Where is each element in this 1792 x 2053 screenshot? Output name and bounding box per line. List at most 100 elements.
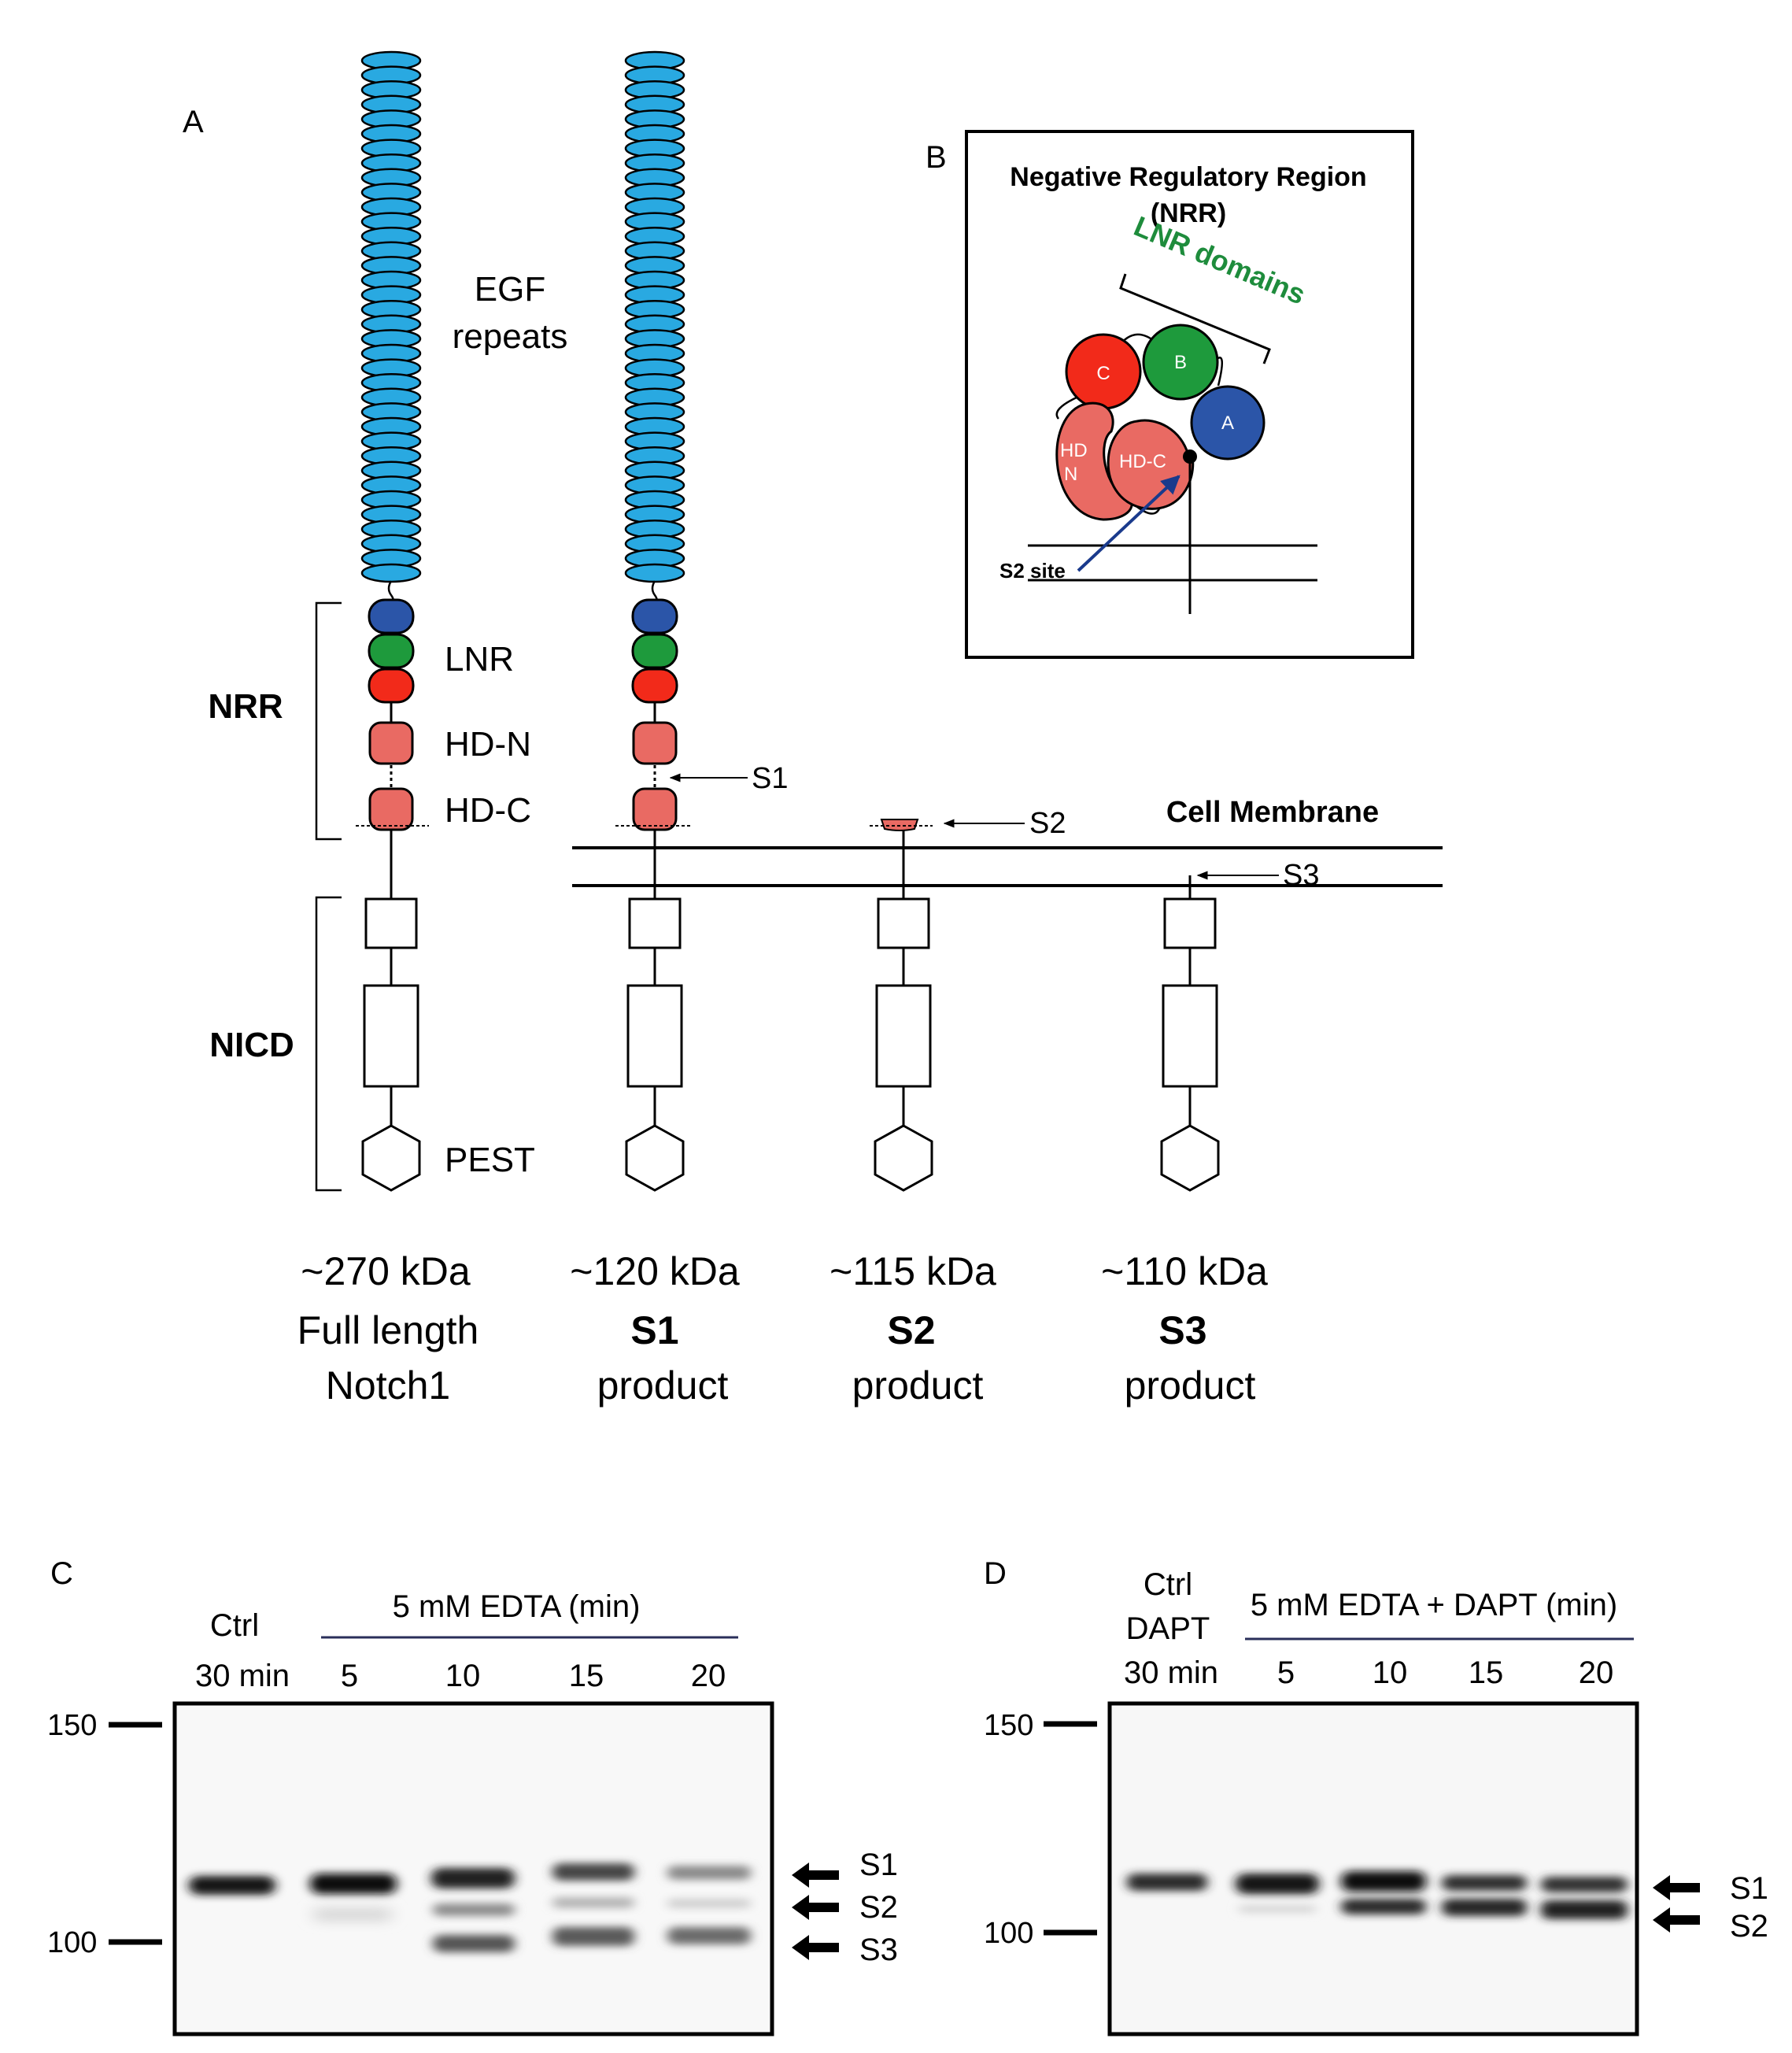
treatment-label: 5 mM EDTA + DAPT (min): [1251, 1588, 1617, 1622]
hd-n-label: HD-N: [445, 725, 531, 764]
hd-n-text-line2: N: [1064, 464, 1077, 485]
blot-c-frame: [172, 1701, 774, 2036]
ram-domain: [877, 897, 930, 949]
band: [667, 1899, 751, 1908]
product-size: ~270 kDa: [301, 1249, 471, 1293]
ram-domain: [1163, 897, 1217, 949]
hd-c-domain: [632, 787, 678, 831]
lane-label-20: 20: [691, 1659, 726, 1693]
nicd-label: NICD: [209, 1026, 294, 1064]
panel-c-letter: C: [50, 1556, 73, 1591]
product-name: S3: [1158, 1308, 1206, 1352]
cell-membrane-label: Cell Membrane: [1166, 796, 1379, 829]
nrr-label: NRR: [208, 687, 283, 726]
ram-domain: [364, 897, 418, 949]
ankyrin-domain: [1162, 984, 1218, 1088]
ctrl-label-line1: Ctrl: [1144, 1567, 1192, 1602]
notch1-s3-product: [1160, 875, 1220, 1192]
band: [431, 1868, 515, 1888]
nrr-inset-title-line1: Negative Regulatory Region: [1010, 162, 1366, 192]
band: [552, 1897, 634, 1908]
product-label-s1: ~120 kDa S1 product: [570, 1249, 740, 1408]
band: [1341, 1871, 1426, 1892]
panel-b: B Negative Regulatory Region (NRR) LNR d…: [926, 130, 1414, 659]
product-name-line2: product: [597, 1363, 729, 1408]
pest-hexagon-icon: [361, 1124, 421, 1192]
egf-repeats-stack-s1: [624, 50, 685, 583]
hd-c-text: HD-C: [1119, 451, 1166, 472]
band: [189, 1876, 275, 1895]
hd-n-domain: [632, 721, 678, 765]
band: [1442, 1899, 1527, 1916]
notch1-s1-product: [615, 598, 693, 1192]
band: [1127, 1874, 1207, 1891]
s1-cleavage-label: S1: [752, 762, 788, 795]
s1-band-label: S1: [1730, 1871, 1768, 1906]
hd-c-label: HD-C: [445, 791, 531, 830]
lane-label-5: 5: [341, 1659, 358, 1693]
s1-band-label: S1: [859, 1848, 898, 1882]
panel-b-letter: B: [926, 140, 947, 175]
product-label-s3: ~110 kDa S3 product: [1101, 1249, 1268, 1408]
product-size: ~120 kDa: [570, 1249, 740, 1293]
egf-repeat: [360, 563, 422, 583]
s2-band-arrow-icon: [1653, 1907, 1700, 1933]
egf-repeat: [624, 563, 685, 583]
egf-label-line1: EGF: [475, 270, 545, 309]
pest-hexagon-icon: [874, 1124, 933, 1192]
s3-cleavage-label: S3: [1283, 859, 1319, 892]
hd-n-domain: [368, 721, 414, 765]
pest-label: PEST: [445, 1141, 535, 1179]
band: [313, 1909, 392, 1920]
band: [433, 1903, 515, 1916]
ankyrin-domain: [363, 984, 419, 1088]
panel-d: D Ctrl DAPT 30 min 5 mM EDTA + DAPT (min…: [984, 1556, 1768, 2036]
pest-hexagon-icon: [1160, 1124, 1220, 1192]
product-label-s2: ~115 kDa S2 product: [829, 1249, 996, 1408]
egf-repeats-stack-full-length: [360, 50, 422, 583]
band: [552, 1927, 634, 1946]
lane-label-15: 15: [1469, 1655, 1504, 1690]
lane-label-15: 15: [569, 1659, 604, 1693]
treatment-label: 5 mM EDTA (min): [393, 1589, 641, 1624]
ankyrin-domain: [626, 984, 683, 1088]
band: [1236, 1874, 1319, 1894]
s2-site-arrow-icon: [1077, 475, 1181, 572]
s2-band-label: S2: [1730, 1909, 1768, 1944]
band: [1239, 1905, 1316, 1913]
product-name: S1: [630, 1308, 678, 1352]
lnr-b-domain: [368, 633, 415, 669]
band: [667, 1927, 751, 1944]
nicd-bracket: [315, 896, 342, 1192]
product-name-line2: Notch1: [326, 1363, 450, 1408]
s2-site-label: S2 site: [999, 559, 1066, 583]
hd-c-domain: [368, 787, 414, 831]
western-blot-d: [1110, 1703, 1637, 2034]
product-name-line2: product: [852, 1363, 984, 1408]
lnr-c-domain: [368, 668, 415, 704]
marker-100-label: 100: [47, 1926, 97, 1959]
lnr-linker: [1055, 395, 1079, 420]
s1-band-arrow-icon: [792, 1862, 839, 1888]
hd-n-text-line1: HD: [1060, 440, 1088, 461]
notch1-s2-product: [870, 819, 933, 1192]
product-size: ~110 kDa: [1101, 1249, 1268, 1293]
band: [1442, 1875, 1527, 1891]
pest-hexagon-icon: [625, 1124, 685, 1192]
lane-label-10: 10: [445, 1659, 481, 1693]
lnr-c-letter: C: [1096, 363, 1110, 384]
panel-a: A EGF repeats LNR HD-N HD-C P: [183, 50, 1443, 1408]
product-name: S2: [887, 1308, 935, 1352]
hd-n-shape: [1055, 401, 1133, 521]
product-size: ~115 kDa: [829, 1249, 996, 1293]
band: [1341, 1899, 1426, 1914]
s3-band-arrow-icon: [792, 1935, 839, 1960]
lnr-domains-bracket: [1119, 273, 1271, 364]
lnr-a-letter: A: [1221, 412, 1234, 434]
ctrl-label-line1: Ctrl: [210, 1608, 259, 1643]
s3-band-label: S3: [859, 1933, 898, 1967]
s2-cleavage-label: S2: [1029, 807, 1066, 840]
band: [310, 1874, 397, 1894]
ctrl-label-line2: 30 min: [195, 1659, 290, 1693]
